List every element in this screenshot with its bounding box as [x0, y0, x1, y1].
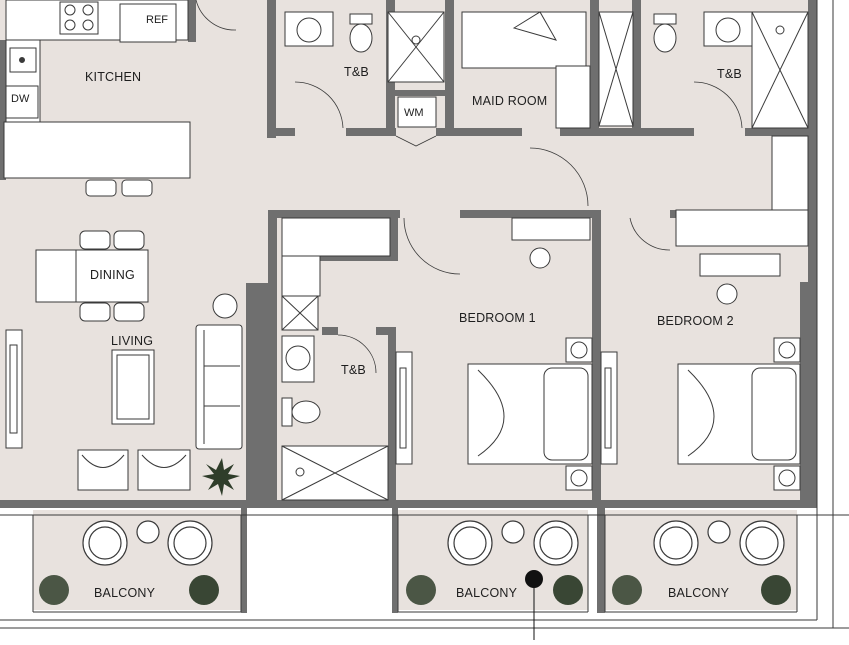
outer-wall-right — [808, 0, 817, 290]
side-table — [212, 293, 238, 319]
tb-center-fixtures — [281, 217, 391, 501]
closet-wall-bottom — [320, 255, 398, 261]
tb-right-wall-left — [632, 0, 641, 136]
maid-wall-bottom-left — [346, 128, 396, 136]
tb-center-label: T&B — [341, 363, 366, 377]
wm-door-swing — [395, 135, 437, 147]
bedroom-1-label: BEDROOM 1 — [459, 311, 536, 325]
bedroom2-furniture — [600, 253, 801, 491]
dining-chairs — [75, 230, 145, 322]
balcony-post-2 — [392, 505, 398, 613]
maid-wall-bottom-right — [436, 128, 522, 136]
living-plant — [202, 458, 240, 496]
living-column — [246, 283, 268, 505]
bottom-wall — [0, 500, 817, 508]
washing-machine-box — [397, 96, 437, 128]
maid-wall-right — [445, 0, 454, 136]
sofa — [195, 324, 243, 450]
entrance-marker — [525, 570, 543, 640]
tb-right-fixtures — [653, 11, 809, 129]
refrigerator-label: REF — [146, 14, 168, 26]
refrigerator-box — [119, 3, 177, 43]
tb-center-door-swing — [337, 334, 377, 374]
tb-maid-door-swing — [294, 81, 344, 129]
bedroom1-door-swing — [403, 217, 461, 275]
washing-machine-label: WM — [404, 107, 424, 119]
dishwasher-box — [5, 85, 39, 119]
maid-room-fixtures — [461, 11, 634, 129]
bedroom1-furniture — [395, 217, 593, 491]
living-label: LIVING — [111, 334, 154, 348]
tb-center-wall-top-r — [376, 327, 396, 335]
balcony-post-1 — [241, 505, 247, 613]
dining-table — [35, 249, 149, 303]
dining-label: DINING — [90, 268, 135, 282]
bed1-wall-top-right — [460, 210, 600, 218]
bed-wall-top — [268, 210, 400, 218]
living-furniture — [5, 293, 243, 491]
balcony-right-label: BALCONY — [668, 586, 730, 600]
wm-wall — [388, 90, 446, 96]
bedroom-2-label: BEDROOM 2 — [657, 314, 734, 328]
bedroom2-door-swing — [629, 217, 671, 251]
kitchen-door-swing — [195, 0, 237, 31]
maid-wall-bottom-r2 — [560, 128, 642, 136]
maid-door-swing — [529, 147, 589, 207]
maid-room-label: MAID ROOM — [472, 94, 548, 108]
kitchen-island — [3, 121, 191, 179]
kitchen-label: KITCHEN — [85, 70, 142, 84]
core-wall-left — [267, 0, 276, 138]
bedroom2-wardrobes — [675, 135, 809, 247]
tb-right-door-swing — [693, 81, 743, 129]
balcony-center-label: BALCONY — [456, 586, 518, 600]
balcony-plants — [39, 575, 791, 605]
dishwasher-label: DW — [11, 93, 30, 105]
kitchen-wall-left — [0, 40, 6, 180]
tb-maid-label: T&B — [344, 65, 369, 79]
tb-right-wall-bottom — [632, 128, 694, 136]
balcony-post-3 — [597, 505, 605, 613]
bedroom1-desk — [511, 217, 591, 241]
tb-right-wall-bottom-r — [745, 128, 815, 136]
maid-closet-wall — [590, 0, 599, 136]
closet-wall-right — [390, 212, 398, 260]
kitchen-wall-top — [188, 0, 196, 42]
outline-lines — [0, 0, 849, 629]
core-wall-bottom — [267, 128, 295, 136]
balcony-furniture — [82, 520, 785, 566]
bedroom2-desk — [699, 253, 781, 277]
tb-center-wall-top — [322, 327, 338, 335]
bed-wall-left — [268, 212, 277, 505]
outer-wall-right-lower — [800, 282, 817, 504]
kitchen-fixtures — [3, 0, 191, 197]
tb-maid-fixtures — [284, 11, 445, 128]
bed-divider-wall — [592, 210, 601, 505]
bedroom1-wardrobe — [281, 217, 391, 257]
balcony-left-label: BALCONY — [94, 586, 156, 600]
maid-wardrobe — [555, 65, 591, 129]
tb-center-wall-right — [388, 327, 396, 505]
tb-top-right-label: T&B — [717, 67, 742, 81]
